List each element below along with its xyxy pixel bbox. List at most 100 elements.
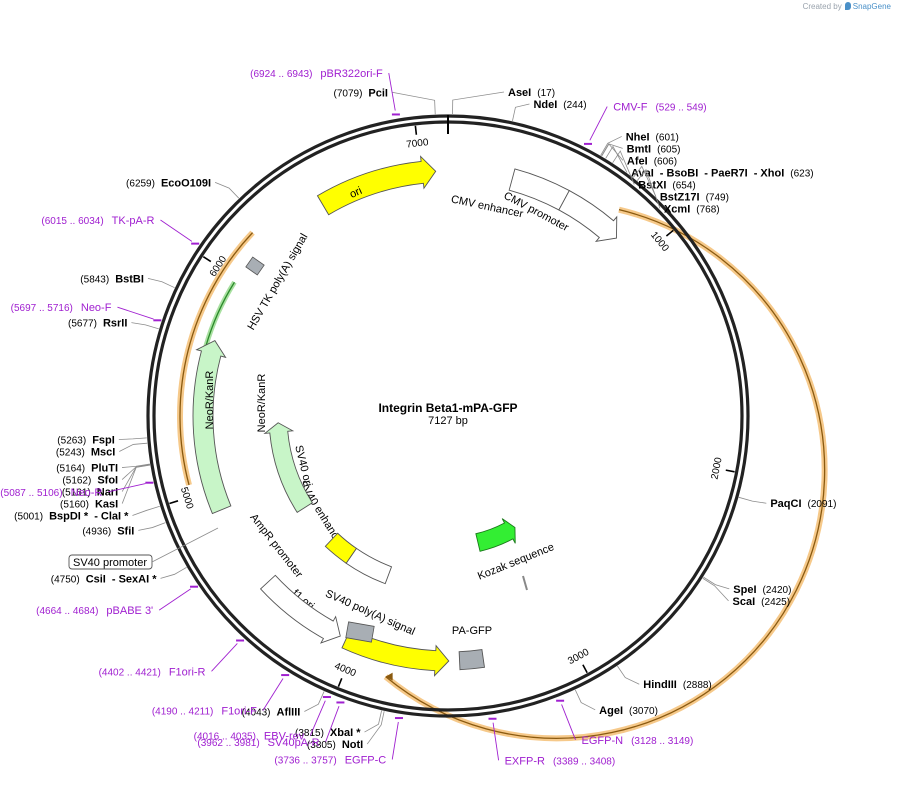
primer-label: (5087 .. 5106)Neo-R <box>0 487 102 499</box>
site-label: (4043)AflIII <box>242 706 301 718</box>
site-leader <box>364 710 382 733</box>
site-name: - ClaI * <box>94 511 129 523</box>
tick-mark <box>337 678 343 687</box>
primer-name: pBABE 3' <box>106 605 153 617</box>
primer-range: (5697 .. 5716) <box>11 303 73 314</box>
site-label: (3805)NotI <box>307 739 363 751</box>
site-position: (3070) <box>629 706 658 717</box>
site-leader <box>452 91 505 115</box>
site-name: PaqCI <box>770 498 801 510</box>
site-position: (5164) <box>56 464 85 475</box>
site-label: (5162)SfoI <box>62 475 118 487</box>
primer-name: Neo-F <box>81 302 112 314</box>
site-name: AseI <box>508 87 531 99</box>
site-position: (2091) <box>808 499 837 510</box>
site-label: (5001)BspDI *- ClaI * <box>14 511 129 523</box>
tick-mark <box>582 664 588 674</box>
site-name: AgeI <box>599 705 623 717</box>
site-leader <box>601 143 624 161</box>
credit-brand: SnapGene <box>852 2 891 11</box>
site-position: (5161) <box>62 488 91 499</box>
site-leader <box>132 505 160 516</box>
site-leader <box>703 576 730 590</box>
site-label-text: (6259)EcoO109I <box>126 177 211 189</box>
site-leader <box>304 691 325 712</box>
site-name: NdeI <box>533 99 557 111</box>
primer-range: (4016 .. 4035) <box>194 732 256 743</box>
site-label-text: PaqCI (2091) <box>770 498 836 510</box>
primer-label: (4664 .. 4684)pBABE 3' <box>36 605 153 617</box>
site-label: (7079)PciI <box>334 87 388 99</box>
primer-leader <box>211 643 238 672</box>
feature-label-hsv-tk: HSV TK poly(A) signal <box>245 232 310 333</box>
sv40-promoter-box: SV40 promoter <box>68 527 219 570</box>
site-position: (623) <box>790 168 813 179</box>
site-label-text: (3815)XbaI * <box>295 727 361 739</box>
primer-name: CMV-F <box>613 102 648 114</box>
site-leader <box>601 143 623 157</box>
site-label-text: AfeI(606) <box>627 155 677 167</box>
site-name: SfoI <box>97 475 118 487</box>
primer-range: (6015 .. 6034) <box>41 216 103 227</box>
site-name: - BsoBI <box>660 167 699 179</box>
tick-mark <box>665 229 674 237</box>
site-position: (4750) <box>51 574 80 585</box>
site-name: AflIII <box>277 706 301 718</box>
site-leader <box>131 322 159 330</box>
pa-gfp-feature <box>475 518 516 552</box>
site-name: - XhoI <box>754 167 785 179</box>
site-name: SpeI <box>733 584 756 596</box>
site-label-text: SpeI(2420) <box>733 584 791 596</box>
sv40-promoter-leader <box>151 527 219 563</box>
primer-leader <box>391 721 399 760</box>
site-label: BstXI(654) <box>638 179 695 191</box>
site-label: BstZ17I(749) <box>660 191 729 203</box>
site-label-text: (4043)AflIII <box>242 706 301 718</box>
primer-range: (529 .. 549) <box>655 103 706 114</box>
site-name: XcmI <box>664 203 690 215</box>
primer-leader <box>325 706 340 742</box>
primer-range: (3736 .. 3757) <box>274 756 336 767</box>
site-position: (2888) <box>683 680 712 691</box>
credit-text: Created by <box>802 2 842 11</box>
primer-leader <box>589 106 608 141</box>
site-position: (5677) <box>68 319 97 330</box>
neor-inner-feature <box>263 422 313 514</box>
site-position: (768) <box>696 204 719 215</box>
site-label-text: NdeI(244) <box>533 99 586 111</box>
primer-leader <box>262 678 284 711</box>
site-label-text: ScaI(2425) <box>733 596 791 608</box>
site-label-text: (4750)CsiI- SexAI * <box>51 573 157 585</box>
site-label: ScaI(2425) <box>733 596 791 608</box>
ori-feature <box>316 155 437 216</box>
site-label: (5161)NarI <box>62 487 118 499</box>
site-position: (654) <box>672 180 695 191</box>
site-label: (5164)PluTI <box>56 463 118 475</box>
primer-leader <box>309 700 326 736</box>
tick-label: 7000 <box>406 137 430 150</box>
primer-range: (4402 .. 4421) <box>99 667 161 678</box>
site-label-text: (5263)FspI <box>57 434 115 446</box>
feature-label-ori: ori <box>348 185 364 201</box>
site-name: NotI <box>342 739 363 751</box>
ampr-promoter-feature <box>259 574 341 644</box>
site-label-text: (5161)NarI <box>62 487 118 499</box>
site-label: AfeI(606) <box>627 155 677 167</box>
tick-mark <box>414 125 418 135</box>
site-label-text: BstZ17I(749) <box>660 191 729 203</box>
site-name: FspI <box>92 434 115 446</box>
site-position: (7079) <box>334 88 363 99</box>
cmv-promoter-feature <box>558 189 618 242</box>
tick-label: 5000 <box>178 486 195 511</box>
site-label-text: HindIII(2888) <box>643 679 712 691</box>
primer-leader <box>561 704 576 740</box>
primer-name: F1ori-R <box>169 666 206 678</box>
site-label-text: (4936)SfiI <box>82 525 134 537</box>
tick-mark <box>725 469 735 473</box>
site-name: - SexAI * <box>112 573 157 585</box>
primer-leader <box>160 219 193 242</box>
site-label: PaqCI (2091) <box>770 498 836 510</box>
site-label-text: (5162)SfoI <box>62 475 118 487</box>
snapgene-logo-icon <box>844 2 851 10</box>
